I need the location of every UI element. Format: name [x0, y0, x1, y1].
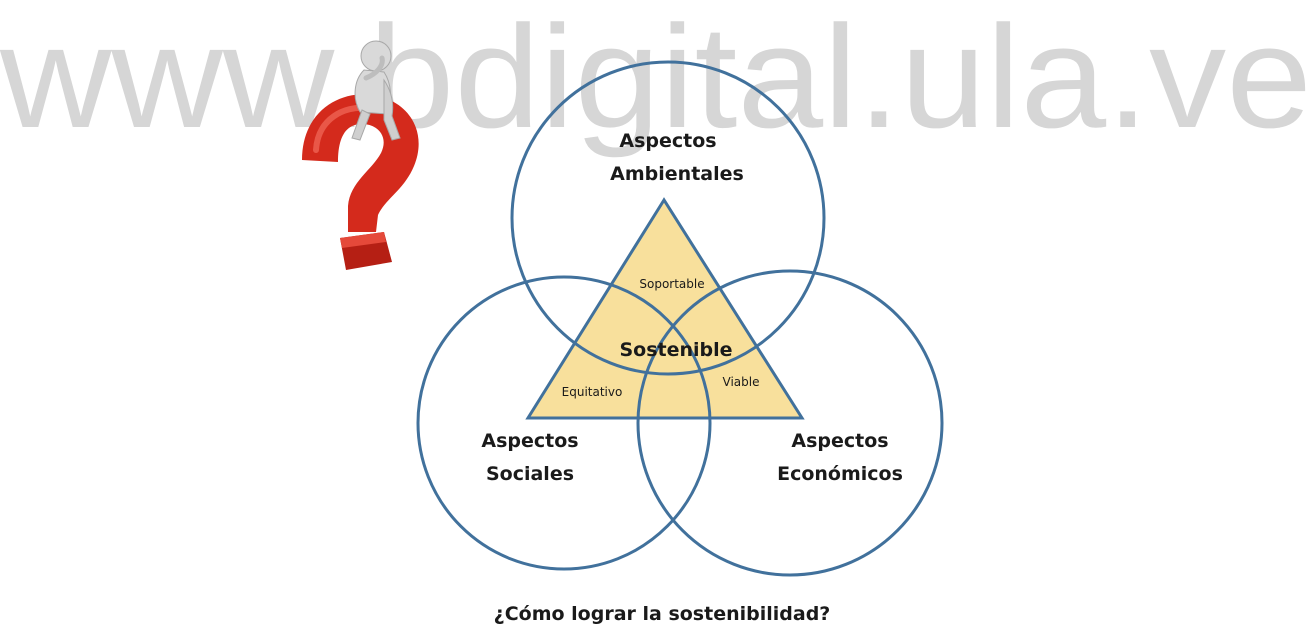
- environmental-circle: [510, 60, 826, 376]
- social-label-line1: Aspectos: [481, 430, 578, 452]
- watermark: www.bdigital.ula.ve: [0, 0, 1312, 158]
- economic-label-line2: Económicos: [777, 463, 903, 485]
- caption: ¿Cómo lograr la sostenibilidad?: [494, 603, 831, 625]
- economic-circle: [636, 269, 944, 577]
- social-circle: [416, 275, 712, 571]
- environmental-label-line1: Aspectos: [619, 130, 716, 152]
- env-econ-label: Soportable: [639, 277, 704, 291]
- economic-label-line1: Aspectos: [791, 430, 888, 452]
- env-social-label: Equitativo: [562, 385, 623, 399]
- sustainability-triangle: [525, 197, 805, 420]
- center-label: Sostenible: [619, 339, 732, 361]
- social-econ-label: Viable: [723, 375, 760, 389]
- environmental-label-line2: Ambientales: [610, 163, 744, 185]
- social-label-line2: Sociales: [486, 463, 574, 485]
- thinking-figure-on-question-mark-icon: [302, 40, 419, 270]
